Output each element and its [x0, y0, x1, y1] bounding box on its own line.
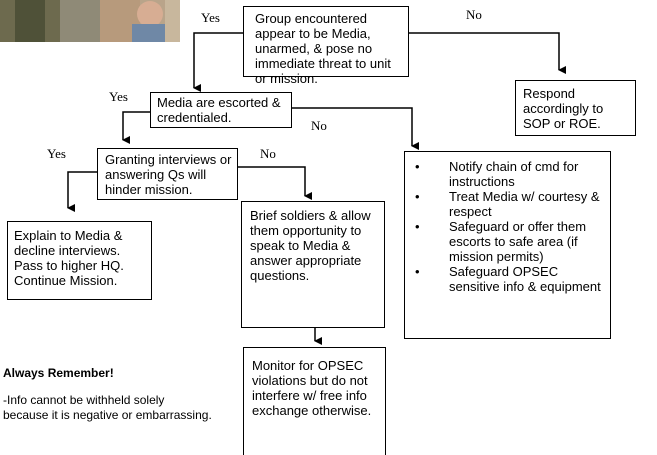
bullet-icon: •: [415, 189, 420, 204]
action-monitor-text: Monitor for OPSEC violations but do not …: [252, 358, 372, 418]
label-no-2: No: [311, 118, 327, 133]
bullet-icon: •: [415, 219, 420, 234]
notify-item: •Safeguard or offer them escorts to safe…: [415, 219, 587, 264]
action-explain-decline: Explain to Media & decline interviews. P…: [7, 221, 152, 300]
notify-list: •Notify chain of cmd for instructions •T…: [413, 159, 606, 294]
soldiers-photo: [0, 0, 180, 42]
notify-item: •Notify chain of cmd for instructions: [415, 159, 579, 189]
action-explain-text: Explain to Media & decline interviews. P…: [14, 228, 124, 288]
decision-media-no-threat-text: Group encountered appear to be Media, un…: [255, 11, 391, 86]
bullet-icon: •: [415, 159, 420, 174]
decision-media-escorted-text: Media are escorted & credentialed.: [157, 95, 281, 125]
notify-item: •Treat Media w/ courtesy & respect: [415, 189, 600, 219]
decision-media-escorted: Media are escorted & credentialed.: [150, 92, 292, 128]
bullet-icon: •: [415, 264, 420, 279]
decision-media-no-threat: Group encountered appear to be Media, un…: [243, 6, 409, 86]
label-yes-3: Yes: [47, 146, 66, 161]
action-brief-soldiers: Brief soldiers & allow them opportunity …: [241, 201, 385, 328]
decision-granting-text: Granting interviews or answering Qs will…: [105, 152, 232, 197]
action-monitor-opsec: Monitor for OPSEC violations but do not …: [243, 347, 386, 455]
remember-title: Always Remember!: [3, 366, 114, 380]
remember-text: -Info cannot be withheld solely because …: [3, 393, 212, 422]
action-notify-chain: •Notify chain of cmd for instructions •T…: [404, 151, 611, 339]
action-brief-text: Brief soldiers & allow them opportunity …: [250, 208, 371, 283]
label-yes-1: Yes: [201, 10, 220, 25]
label-no-1: No: [466, 7, 482, 22]
decision-granting-interviews: Granting interviews or answering Qs will…: [97, 148, 238, 200]
label-no-3: No: [260, 146, 276, 161]
label-yes-2: Yes: [109, 89, 128, 104]
notify-item: •Safeguard OPSEC sensitive info & equipm…: [415, 264, 601, 294]
action-respond-text: Respond accordingly to SOP or ROE.: [523, 86, 604, 131]
action-respond-sop-roe: Respond accordingly to SOP or ROE.: [515, 80, 636, 136]
